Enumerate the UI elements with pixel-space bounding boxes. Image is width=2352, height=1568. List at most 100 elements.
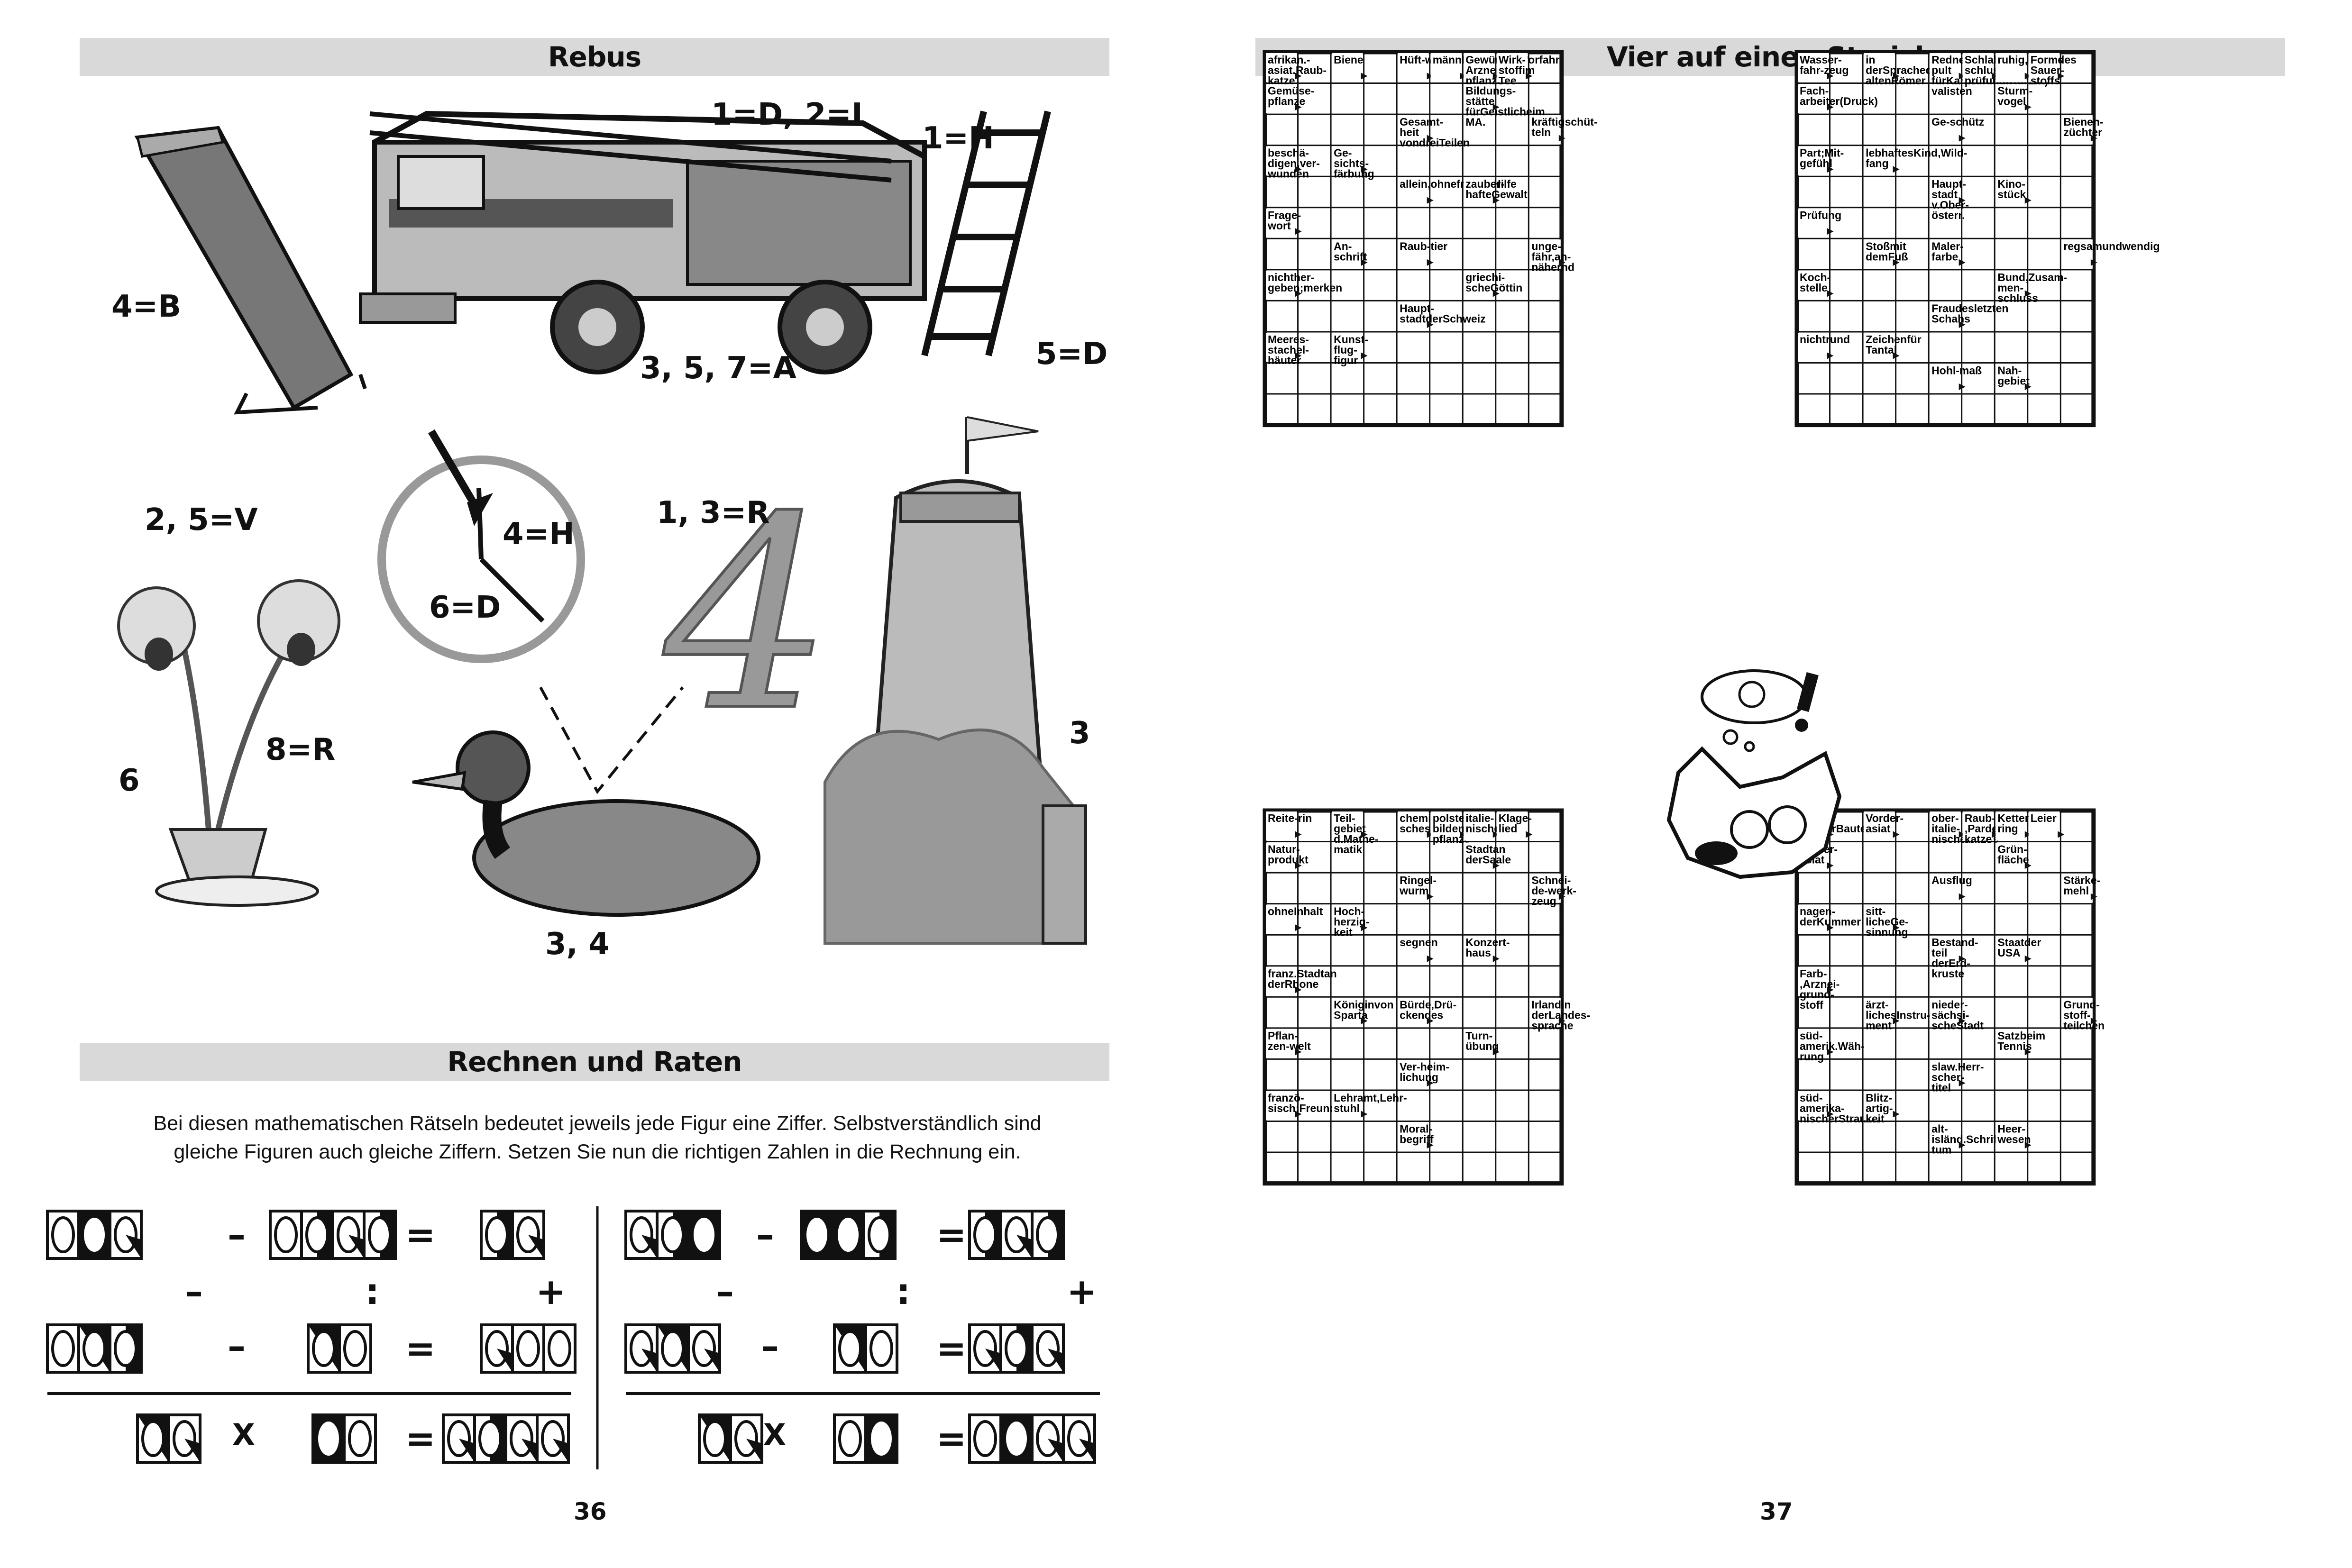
math-intro-line-2: gleiche Figuren auch gleiche Ziffern. Se…: [174, 1140, 1021, 1163]
rebus-title: Rebus: [548, 41, 641, 73]
crossword-clue: Nah-gebiet: [1997, 365, 2030, 387]
crossword-clue: Maler-farbe: [1931, 240, 1964, 263]
op-times: X: [763, 1417, 786, 1452]
rebus-hint-clock-d: 6=D: [429, 590, 501, 625]
op-times: X: [232, 1417, 255, 1452]
ladder-illustration: [921, 110, 1051, 356]
math-puzzle-grid: [0, 1206, 1100, 1469]
crossword-clue: unge-fähr,an-nähernd: [1531, 240, 1574, 273]
crossword-clue: Heer-wesen: [1997, 1123, 2031, 1146]
op-plus: +: [1067, 1270, 1097, 1313]
puzzle-right-row-2: [626, 1325, 1063, 1372]
crossword-clue: Bürde,Drü-ckendes: [1400, 998, 1456, 1021]
crossword-clue: nichther-geben;merken: [1268, 271, 1342, 294]
rebus-hint-flower: 2, 5=V: [145, 502, 258, 538]
op-minus: –: [761, 1325, 779, 1367]
firetruck-illustration: [359, 110, 927, 374]
op-minus: –: [716, 1270, 734, 1313]
orchid-flower-illustration: [117, 579, 340, 907]
op-plus: +: [536, 1270, 566, 1313]
crossword-clue: Prüfung: [1800, 209, 1841, 221]
puzzle-right-row-3: [699, 1415, 1095, 1462]
dashed-arrow: [539, 686, 684, 794]
crossword-clue: Hohl-maß: [1931, 365, 1982, 377]
crossword-clue: Lehramt,Lehr-stuhl: [1334, 1092, 1407, 1114]
crossword-clue: Turn-übung: [1465, 1030, 1499, 1052]
rebus-hint-truck-letters: 3, 5, 7=A: [640, 351, 796, 386]
rebus-hint-cup: 8=R: [265, 732, 336, 767]
math-intro-line-1: Bei diesen mathematischen Rätseln bedeut…: [153, 1112, 1042, 1135]
rebus-hint-four: 1, 3=R: [657, 495, 770, 530]
deckchair-illustration: [134, 126, 367, 415]
crossword-clue: Ver-heim-lichung: [1400, 1060, 1449, 1083]
crossword-clue: Koch-stelle: [1800, 271, 1830, 294]
op-minus: –: [756, 1213, 774, 1256]
crossword-bottom-right: tra-genderBauteilVorder-asiatober-italie…: [1794, 808, 2105, 1186]
crossword-clue: ohneInhalt: [1268, 905, 1323, 918]
crossword-clue: zauber-hafteGewalt: [1465, 178, 1528, 201]
crossword-clue: ärzt-lichesInstru-ment: [1866, 998, 1931, 1031]
math-intro: Bei diesen mathematischen Rätseln bedeut…: [76, 1109, 1119, 1166]
rebus-hint-firetruck: 1=D, 2=I: [711, 97, 863, 132]
crossword-bottom-left: Reite-rinTeil-gebietd.Mathe-matikchemi-s…: [1263, 808, 1590, 1186]
page-36: Rebus: [0, 38, 1119, 1525]
crossword-clue: Pflan-zen-welt: [1268, 1030, 1311, 1052]
op-equals: =: [405, 1327, 436, 1369]
rebus-illustrations: 4: [117, 110, 1087, 945]
crossword-clue: Schnei-de-werk-zeug: [1531, 874, 1576, 907]
crossword-clue: allein,ohnefremdeHilfe: [1400, 178, 1517, 190]
duck-illustration: [412, 730, 760, 917]
crossword-clue: Raub-,Pardel-katze: [1965, 812, 2004, 845]
crossword-clue: franzö-sisch:Freund: [1268, 1092, 1336, 1114]
crossword-clue: Reite-rin: [1268, 812, 1312, 824]
big-four-digit: 4: [659, 460, 833, 769]
crossword-clue: Gemüse-pflanze: [1268, 85, 1314, 108]
rebus-hint-deckchair: 4=B: [111, 289, 181, 324]
crossword-clue: Haupt-stadtderSchweiz: [1400, 302, 1486, 325]
crossword-clue: männl.oderweibl.Vorfahr: [1433, 54, 1560, 66]
op-equals: =: [936, 1417, 967, 1459]
crossword-clue: Konzert-haus: [1465, 936, 1510, 959]
rebus-hint-clock-h: 4=H: [503, 517, 575, 552]
puzzle-right-row-1: [626, 1211, 1063, 1258]
crossword-clue: Bienen-züchter: [2063, 116, 2103, 138]
op-equals: =: [936, 1327, 967, 1369]
op-divide: :: [896, 1270, 911, 1313]
crossword-clue: Vorder-asiat: [1866, 812, 1904, 835]
crossword-clue: Natur-produkt: [1268, 843, 1309, 866]
op-minus: –: [185, 1270, 203, 1313]
crossword-clue: Ausflug: [1931, 874, 1972, 886]
rebus-hint-duck: 3, 4: [545, 927, 610, 962]
crossword-clue: Raub-tier: [1400, 240, 1447, 252]
page-37: Vier auf einen Streich afrikan.-asiat.Ra…: [1176, 0, 2352, 1568]
crossword-clue: Ringel-wurm: [1399, 874, 1437, 897]
crossword-clue: süd-amerik.Wäh-rung: [1800, 1030, 1865, 1063]
crossword-clue: Meeres-stachel-häuter: [1268, 333, 1309, 366]
puzzle-left-row-1: [47, 1211, 544, 1258]
crossword-clue: Frage-wort: [1267, 209, 1301, 232]
crossword-clue: Grün-fläche: [1997, 843, 2029, 866]
crossword-clue: Stärke-mehl: [2063, 874, 2100, 897]
crossword-clue: Sturm-vogel: [1997, 85, 2032, 108]
op-equals: =: [405, 1213, 436, 1256]
crossword-clue: Moral-begriff: [1400, 1123, 1434, 1146]
crossword-clue: beschä-digen,ver-wunden: [1267, 147, 1320, 180]
crossword-clue: afrikan.-asiat.Raub-katze: [1268, 54, 1327, 87]
crossword-clue: lebhaftesKind,Wild-fang: [1866, 147, 1967, 170]
crossword-clue: Ge-sichts-färbung: [1334, 147, 1374, 180]
page-number-left: 36: [574, 1498, 607, 1525]
crossword-clue: Ge-schütz: [1931, 116, 1984, 128]
crossword-clue: segnen: [1400, 936, 1438, 948]
math-title: Rechnen und Raten: [447, 1046, 742, 1078]
